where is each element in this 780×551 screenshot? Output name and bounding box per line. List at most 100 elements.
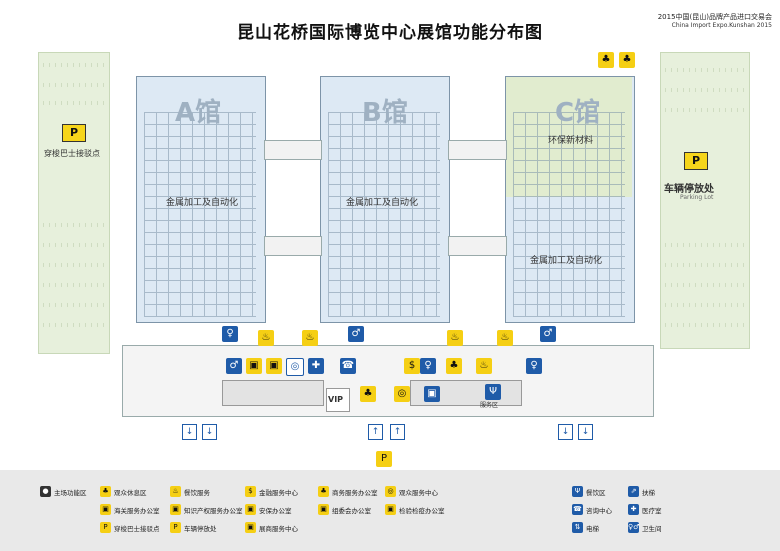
medical-icon[interactable]: ✚	[308, 358, 324, 374]
gate-main-left[interactable]: ↑	[368, 424, 383, 440]
legend-item: ▣安保办公室	[245, 504, 292, 515]
legend-item: ▣知识产权服务办公室	[170, 504, 243, 515]
legend-label: 咨询中心	[586, 506, 612, 515]
legend-item: ♨餐饮服务	[170, 486, 210, 497]
catering-icon[interactable]: ♨	[258, 330, 274, 346]
security-icon: ▣	[245, 504, 256, 515]
media-icon: ◎	[385, 486, 396, 497]
toilet-icon[interactable]: ♂	[348, 326, 364, 342]
toilet-icon[interactable]: ♀	[222, 326, 238, 342]
legend-label: 检验检疫办公室	[399, 506, 445, 515]
lounge-icon[interactable]: ♣	[619, 52, 635, 68]
legend-item: ▣海关服务办公室	[100, 504, 160, 515]
trade-icon[interactable]: ♣	[446, 358, 462, 374]
hall-c-letter: C馆	[555, 98, 601, 128]
left-parking-icon: P	[62, 124, 86, 142]
gate-a-right[interactable]: ↓	[202, 424, 217, 440]
reception-icon: ☎	[572, 504, 583, 515]
legend-label: 组委会办公室	[332, 506, 371, 515]
gate-c-left[interactable]: ↓	[558, 424, 573, 440]
ip-icon: ▣	[170, 504, 181, 515]
restaurant-icon: Ψ	[572, 486, 583, 497]
legend-item: ⇅电梯	[572, 522, 599, 533]
vip-label: VIP	[328, 395, 344, 404]
legend-label: 主场功能区	[54, 488, 87, 497]
legend-item: ♣商务服务办公室	[318, 486, 378, 497]
catering-icon: ♨	[170, 486, 181, 497]
legend-label: 观众服务中心	[399, 488, 438, 497]
legend-item: ▣检验检疫办公室	[385, 504, 445, 515]
catering-icon[interactable]: ♨	[497, 330, 513, 346]
trade-icon: ♣	[318, 486, 329, 497]
toilet-icon[interactable]: ♀	[420, 358, 436, 374]
media-icon[interactable]: ◎	[394, 386, 410, 402]
reception-icon[interactable]: ☎	[340, 358, 356, 374]
toilet-icon[interactable]: ♂	[540, 326, 556, 342]
legend-label: 医疗室	[642, 506, 662, 515]
right-lot-sublabel: Parking Lot	[680, 194, 714, 201]
legend-item: ▣展商服务中心	[245, 522, 298, 533]
globe-icon[interactable]: ◎	[286, 358, 304, 376]
map-pin-icon: ●	[40, 486, 51, 497]
page-title: 昆山花桥国际博览中心展馆功能分布图	[237, 23, 543, 43]
walkway-bc-bottom	[448, 236, 507, 256]
gate-c-right[interactable]: ↓	[578, 424, 593, 440]
finance-icon[interactable]: $	[404, 358, 420, 374]
legend-label: 海关服务办公室	[114, 506, 160, 515]
medical-icon: ✚	[628, 504, 639, 515]
hall-c-booth-grid	[513, 112, 625, 317]
right-parking-icon: P	[684, 152, 708, 170]
bus-stop-icon[interactable]: P	[376, 451, 392, 467]
inspection-icon: ▣	[385, 504, 396, 515]
legend-item: ☎咨询中心	[572, 504, 612, 515]
legend-item: ♀♂卫生间	[628, 522, 662, 533]
lounge-icon[interactable]: ♣	[598, 52, 614, 68]
customs-icon[interactable]: ▣	[266, 358, 282, 374]
lost-icon: ▣	[318, 504, 329, 515]
gate-a-left[interactable]: ↓	[182, 424, 197, 440]
hall-c-zone-top: 环保新材料	[548, 136, 594, 146]
walkway-ab-bottom	[264, 236, 322, 256]
elevator-icon: ⇅	[572, 522, 583, 533]
legend-label: 安保办公室	[259, 506, 292, 515]
catering-icon[interactable]: ♨	[447, 330, 463, 346]
expo-logo-cn: 2015中国(昆山)品牌产品进口交易会	[657, 13, 772, 21]
right-parking-lot	[660, 52, 750, 349]
legend-label: 餐饮区	[586, 488, 606, 497]
catering-icon[interactable]: ♨	[302, 330, 318, 346]
parking-icon: P	[170, 522, 181, 533]
legend-label: 扶梯	[642, 488, 655, 497]
lounge-icon: ♣	[100, 486, 111, 497]
legend-label: 观众休息区	[114, 488, 147, 497]
main-concourse	[122, 345, 654, 417]
legend-label: 知识产权服务办公室	[184, 506, 243, 515]
right-lot-label: 车辆停放处	[664, 184, 714, 195]
toilet-icon[interactable]: ♀	[526, 358, 542, 374]
vip-room[interactable]	[326, 388, 350, 412]
toilet-icon[interactable]: ♂	[226, 358, 242, 374]
restaurant-icon[interactable]: Ψ	[485, 384, 501, 400]
finance-icon: $	[245, 486, 256, 497]
exhibitor-icon[interactable]: ▣	[424, 386, 440, 402]
exhibitor-icon: ▣	[245, 522, 256, 533]
hall-b-booth-grid	[328, 112, 440, 317]
hall-a-booth-grid	[144, 112, 256, 317]
catering-icon[interactable]: ♨	[476, 358, 492, 374]
legend-item: ♣观众休息区	[100, 486, 147, 497]
walkway-bc-top	[448, 140, 507, 160]
legend-item: ◎观众服务中心	[385, 486, 438, 497]
bus-icon: P	[100, 522, 111, 533]
security-icon[interactable]: ▣	[246, 358, 262, 374]
legend-item: ⇗扶梯	[628, 486, 655, 497]
hall-a-letter: A馆	[175, 98, 222, 128]
hall-c-zone-bottom: 金属加工及自动化	[530, 256, 603, 266]
lounge-icon[interactable]: ♣	[360, 386, 376, 402]
hall-b-letter: B馆	[362, 98, 408, 128]
legend-label: 卫生间	[642, 524, 662, 533]
customs-icon: ▣	[100, 504, 111, 515]
walkway-ab-top	[264, 140, 322, 160]
gate-main-right[interactable]: ↑	[390, 424, 405, 440]
toilet-icon: ♀♂	[628, 522, 640, 533]
